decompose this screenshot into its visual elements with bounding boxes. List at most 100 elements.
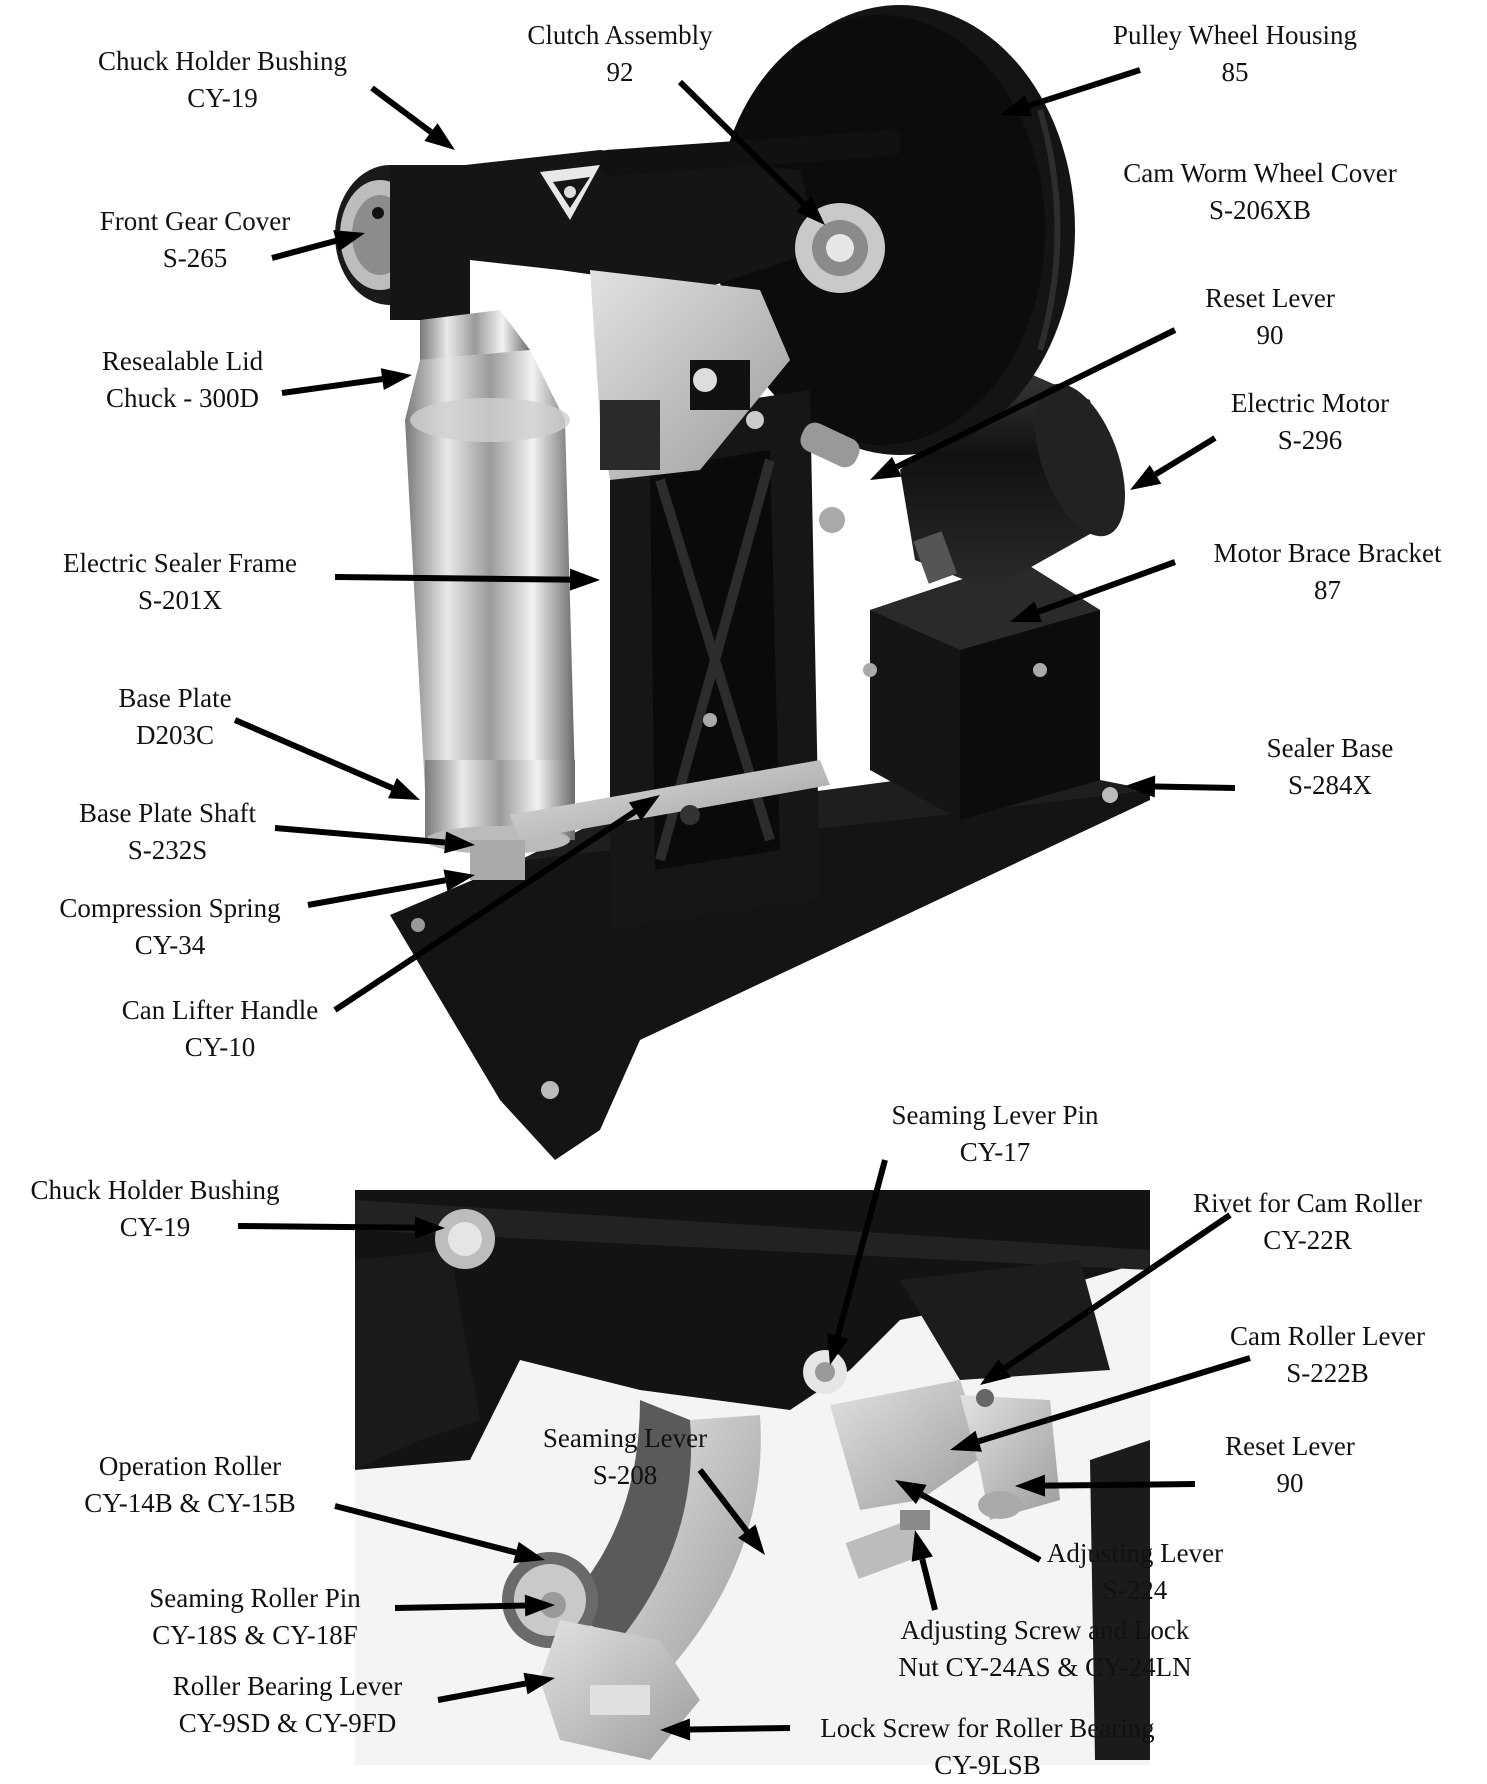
label-name: Resealable Lid: [101, 346, 264, 376]
label-name: Adjusting Screw and Lock: [900, 1615, 1190, 1645]
arrow-compression-spring-line: [307, 877, 447, 908]
arrow-electric-sealer-frame-line: [334, 574, 571, 583]
arrow-seaming-lever-head: [738, 1524, 765, 1555]
closeup-panel: [355, 1190, 1150, 1765]
label-chuck-holder-bushing: Chuck Holder Bushing CY-19: [75, 43, 370, 117]
arrow-adjusting-lever-line: [919, 1491, 1042, 1563]
label-name: Cam Roller Lever: [1230, 1321, 1425, 1351]
arrow-base-plate-head: [388, 777, 420, 800]
label-pulley-wheel-housing: Pulley Wheel Housing 85: [1085, 17, 1385, 91]
arrow-sealer-base-line: [1154, 783, 1236, 791]
arrow-reset-lever-2-line: [1044, 1481, 1196, 1489]
label-part: CY-14B & CY-15B: [84, 1488, 296, 1518]
arrow-pulley-wheel-housing-line: [1027, 67, 1141, 109]
label-name: Compression Spring: [59, 893, 281, 923]
head-casting-shape: [420, 130, 901, 293]
arrow-seaming-roller-pin-line: [394, 1602, 526, 1611]
arrow-seaming-lever-pin-line: [834, 1159, 888, 1337]
arrow-roller-bearing-lever-line: [437, 1680, 527, 1703]
label-sealer-base: Sealer Base S-284X: [1230, 730, 1430, 804]
arrow-clutch-assembly-line: [677, 79, 806, 207]
arrow-adjusting-screw-lock-nut-head: [911, 1530, 933, 1562]
arrow-lock-screw-roller-bearing-line: [689, 1725, 791, 1733]
label-name: Reset Lever: [1205, 283, 1335, 313]
label-part: S-284X: [1287, 770, 1372, 800]
label-can-lifter-handle: Can Lifter Handle CY-10: [90, 992, 350, 1066]
label-part: 90: [1256, 320, 1284, 350]
label-adjusting-lever: Adjusting Lever S-224: [1030, 1535, 1240, 1609]
label-electric-sealer-frame: Electric Sealer Frame S-201X: [30, 545, 330, 619]
arrow-operation-roller-line: [334, 1503, 517, 1556]
arrow-chuck-holder-bushing-line: [370, 85, 433, 135]
arrow-seaming-roller-pin-head: [524, 1594, 555, 1617]
label-clutch-assembly: Clutch Assembly 92: [505, 17, 735, 91]
label-cam-worm-wheel-cover: Cam Worm Wheel Cover S-206XB: [1090, 155, 1430, 229]
arrow-rivet-for-cam-roller-head: [980, 1359, 1011, 1385]
arrow-can-lifter-handle-line: [333, 809, 637, 1013]
arrow-rivet-for-cam-roller-line: [1003, 1212, 1232, 1371]
arrow-base-plate-shaft-head: [444, 831, 475, 854]
label-front-gear-cover: Front Gear Cover S-265: [55, 203, 335, 277]
arrow-reset-lever-2-head: [1015, 1474, 1046, 1497]
label-name: Can Lifter Handle: [121, 995, 319, 1025]
label-part: CY-9SD & CY-9FD: [178, 1708, 397, 1738]
label-seaming-lever-pin: Seaming Lever Pin CY-17: [860, 1097, 1130, 1171]
arrow-compression-spring-head: [443, 869, 475, 892]
label-reset-lever: Reset Lever 90: [1175, 280, 1365, 354]
label-seaming-lever: Seaming Lever S-208: [525, 1420, 725, 1494]
label-name: Reset Lever: [1225, 1431, 1355, 1461]
arrow-sealer-base-head: [1125, 775, 1156, 798]
label-operation-roller: Operation Roller CY-14B & CY-15B: [60, 1448, 320, 1522]
label-name: Motor Brace Bracket: [1213, 538, 1442, 568]
label-name: Seaming Lever: [542, 1423, 708, 1453]
label-name: Sealer Base: [1266, 733, 1394, 763]
label-chuck-holder-bushing-2: Chuck Holder Bushing CY-19: [0, 1172, 310, 1246]
label-part: CY-17: [959, 1137, 1031, 1167]
label-part: D203C: [135, 720, 214, 750]
arrow-motor-brace-bracket-head: [1010, 601, 1042, 623]
arrow-lock-screw-roller-bearing-head: [660, 1718, 691, 1741]
arrow-operation-roller-head: [513, 1541, 545, 1564]
arrow-resealable-lid-chuck-line: [281, 376, 383, 396]
label-motor-brace-bracket: Motor Brace Bracket 87: [1180, 535, 1475, 609]
arrow-electric-motor-head: [1130, 464, 1162, 490]
front-gear-cover-shape: [335, 165, 470, 320]
arrow-chuck-holder-bushing-2-head: [414, 1216, 445, 1239]
label-electric-motor: Electric Motor S-296: [1195, 385, 1425, 459]
arrow-electric-motor-line: [1154, 435, 1217, 477]
label-part: 90: [1276, 1468, 1304, 1498]
label-reset-lever-2: Reset Lever 90: [1195, 1428, 1385, 1502]
label-name: Roller Bearing Lever: [172, 1671, 403, 1701]
label-part: CY-18S & CY-18F: [152, 1620, 358, 1650]
label-name: Clutch Assembly: [527, 20, 713, 50]
motor-housing-box: [863, 560, 1100, 820]
label-rivet-for-cam-roller: Rivet for Cam Roller CY-22R: [1155, 1185, 1460, 1259]
label-part: S-201X: [137, 585, 222, 615]
label-name: Adjusting Lever: [1046, 1538, 1224, 1568]
arrow-electric-sealer-frame-head: [569, 568, 600, 591]
arrow-cam-roller-lever-head: [950, 1430, 982, 1452]
arrow-adjusting-lever-head: [895, 1480, 927, 1505]
label-name: Seaming Lever Pin: [891, 1100, 1099, 1130]
label-roller-bearing-lever: Roller Bearing Lever CY-9SD & CY-9FD: [145, 1668, 430, 1742]
seaming-mechanism-shape: [590, 270, 790, 480]
reset-lever-shape: [800, 422, 860, 533]
label-resealable-lid-chuck: Resealable Lid Chuck - 300D: [60, 343, 305, 417]
arrow-seaming-lever-pin-head: [827, 1333, 849, 1365]
arrow-base-plate-shaft-line: [274, 825, 446, 846]
arrow-pulley-wheel-housing-head: [1000, 95, 1032, 117]
arrow-base-plate-line: [233, 717, 394, 791]
label-part: CY-9LSB: [934, 1750, 1041, 1780]
arrow-seaming-lever-line: [697, 1468, 750, 1533]
label-part: CY-19: [119, 1212, 191, 1242]
label-name: Seaming Roller Pin: [149, 1583, 361, 1613]
label-part: Nut CY-24AS & CY-24LN: [898, 1652, 1192, 1682]
label-name: Base Plate Shaft: [79, 798, 256, 828]
label-part: 85: [1221, 57, 1249, 87]
label-seaming-roller-pin: Seaming Roller Pin CY-18S & CY-18F: [115, 1580, 395, 1654]
label-name: Cam Worm Wheel Cover: [1123, 158, 1397, 188]
label-adjusting-screw-lock-nut: Adjusting Screw and Lock Nut CY-24AS & C…: [870, 1612, 1220, 1686]
label-name: Rivet for Cam Roller: [1193, 1188, 1422, 1218]
